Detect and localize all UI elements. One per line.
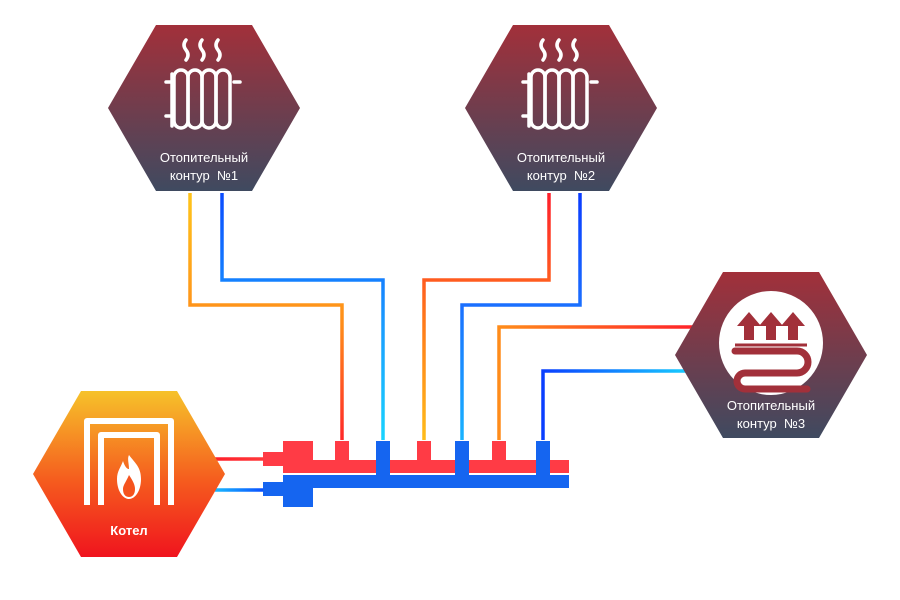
circuit-2-label-line2: контур №2 bbox=[527, 168, 595, 183]
boiler-node: Котел bbox=[33, 391, 225, 557]
underfloor-heating-icon bbox=[719, 291, 823, 395]
circuit-3-node: Отопительный контур №3 bbox=[675, 272, 867, 438]
supply-tap-2 bbox=[417, 441, 431, 461]
supply-manifold-bar bbox=[313, 460, 569, 473]
radiator-icon bbox=[164, 38, 242, 130]
circuit1-supply-pipe bbox=[188, 193, 344, 440]
radiator-icon bbox=[521, 38, 599, 130]
circuit1-return-pipe bbox=[220, 193, 385, 440]
return-tap-1 bbox=[376, 441, 390, 477]
circuit2-supply-pipe bbox=[422, 193, 551, 440]
circuit2-return-pipe bbox=[460, 193, 582, 440]
circuit-2-label-line1: Отопительный bbox=[517, 150, 605, 165]
return-inlet-nipple bbox=[263, 482, 285, 496]
circuit3-return-pipe bbox=[541, 369, 693, 440]
circuit-1-label-line2: контур №1 bbox=[170, 168, 238, 183]
supply-inlet-nipple bbox=[263, 452, 285, 466]
return-inlet-fitting bbox=[283, 475, 313, 507]
circuit-3-label-line2: контур №3 bbox=[737, 416, 805, 431]
circuit-3-label-line1: Отопительный bbox=[727, 398, 815, 413]
manifold bbox=[263, 441, 569, 507]
circuit3-supply-pipe bbox=[497, 325, 693, 440]
return-manifold-bar bbox=[313, 475, 569, 488]
supply-tap-3 bbox=[492, 441, 506, 461]
return-tap-2 bbox=[455, 441, 469, 477]
circuit-1-hexagon bbox=[108, 25, 300, 191]
boiler-label: Котел bbox=[110, 523, 147, 538]
supply-tap-1 bbox=[335, 441, 349, 461]
return-tap-3 bbox=[536, 441, 550, 477]
circuit-1-node: Отопительный контур №1 bbox=[108, 25, 300, 191]
circuit-1-label-line1: Отопительный bbox=[160, 150, 248, 165]
circuit-2-node: Отопительный контур №2 bbox=[465, 25, 657, 191]
boiler-fire-icon bbox=[84, 418, 174, 505]
supply-inlet-fitting bbox=[283, 441, 313, 473]
pipes bbox=[188, 193, 693, 492]
circuit-2-hexagon bbox=[465, 25, 657, 191]
